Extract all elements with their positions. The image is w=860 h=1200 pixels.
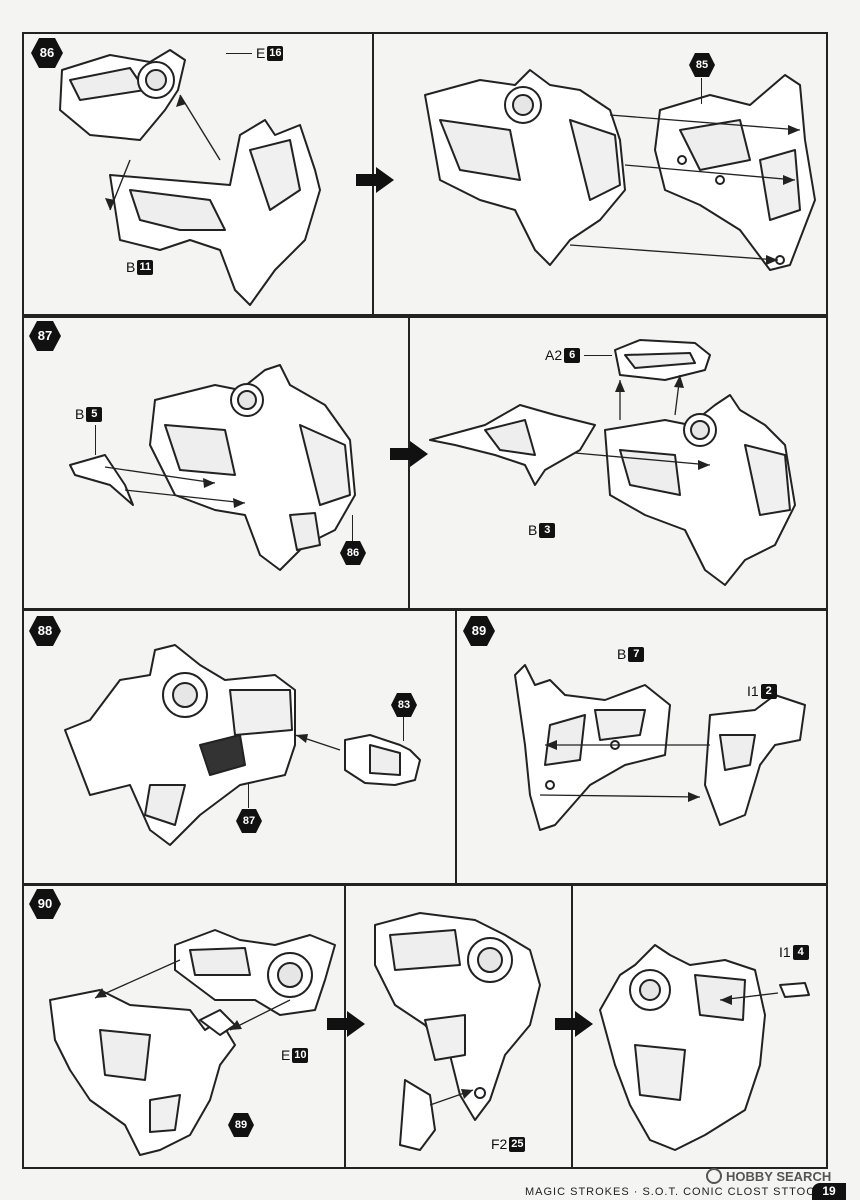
next-arrow-icon — [356, 167, 394, 193]
hexagon-step-icon — [31, 38, 63, 68]
step-90-panel — [22, 884, 828, 1169]
step-86-badge: 86 — [30, 37, 64, 69]
ref-85-badge: 85 — [688, 52, 716, 78]
ref-89-badge: 89 — [227, 1112, 255, 1138]
step-90-parts-illustration — [49, 929, 336, 1156]
hexagon-step-icon — [29, 616, 61, 646]
step-86-panel — [22, 32, 828, 316]
footer-series-title: MAGIC STROKES · S.O.T. CONIC CLOST STTOC… — [525, 1186, 832, 1198]
hobby-search-watermark: HOBBY SEARCH — [706, 1168, 831, 1184]
next-arrow-icon — [327, 1011, 365, 1037]
ref-leader — [352, 515, 353, 541]
divider — [455, 611, 457, 883]
ref-87-badge: 87 — [235, 808, 263, 834]
part-label-b5: B 5 — [75, 406, 103, 422]
step-90-middle-illustration — [374, 912, 541, 1151]
next-arrow-icon — [555, 1011, 593, 1037]
part-label-e16: E 16 — [226, 45, 284, 61]
part-label-b7: B 7 — [617, 646, 645, 662]
ref-83-badge: 83 — [390, 692, 418, 718]
hexagon-step-icon — [689, 53, 715, 77]
ref-leader — [701, 78, 702, 104]
ref-86-badge: 86 — [339, 540, 367, 566]
part-label-i1-2: I1 2 — [747, 683, 777, 699]
step-88-assembly-illustration — [64, 644, 421, 846]
hexagon-step-icon — [29, 889, 61, 919]
part-label-i1-4: I1 4 — [779, 944, 809, 960]
part-label-b11: B 11 — [126, 259, 154, 275]
step-87-parts-illustration — [69, 364, 356, 571]
step-87-assembly-illustration — [429, 339, 796, 586]
step-86-parts-illustration — [59, 49, 321, 306]
hexagon-step-icon — [340, 541, 366, 565]
step-88-badge: 88 — [28, 615, 62, 647]
hexagon-step-icon — [228, 1113, 254, 1137]
hexagon-step-icon — [236, 809, 262, 833]
label-leader — [95, 425, 96, 455]
step-90-final-illustration — [599, 944, 810, 1151]
ref-leader — [248, 782, 249, 808]
hexagon-step-icon — [391, 693, 417, 717]
part-label-b3: B 3 — [528, 522, 556, 538]
part-label-e10: E 10 — [281, 1047, 309, 1063]
step-86-assembly-illustration — [424, 69, 816, 271]
hexagon-step-icon — [29, 321, 61, 351]
step-90-badge: 90 — [28, 888, 62, 920]
hexagon-step-icon — [463, 616, 495, 646]
part-label-a2-6: A2 6 — [545, 347, 613, 363]
watermark-logo-icon — [706, 1168, 722, 1184]
step-87-badge: 87 — [28, 320, 62, 352]
ref-leader — [403, 717, 404, 741]
divider — [408, 318, 410, 608]
step-89-parts-illustration — [514, 664, 806, 831]
next-arrow-icon — [390, 441, 428, 467]
part-label-f2-25: F2 25 — [491, 1136, 526, 1152]
step-89-badge: 89 — [462, 615, 496, 647]
page-number: 19 — [812, 1183, 846, 1200]
